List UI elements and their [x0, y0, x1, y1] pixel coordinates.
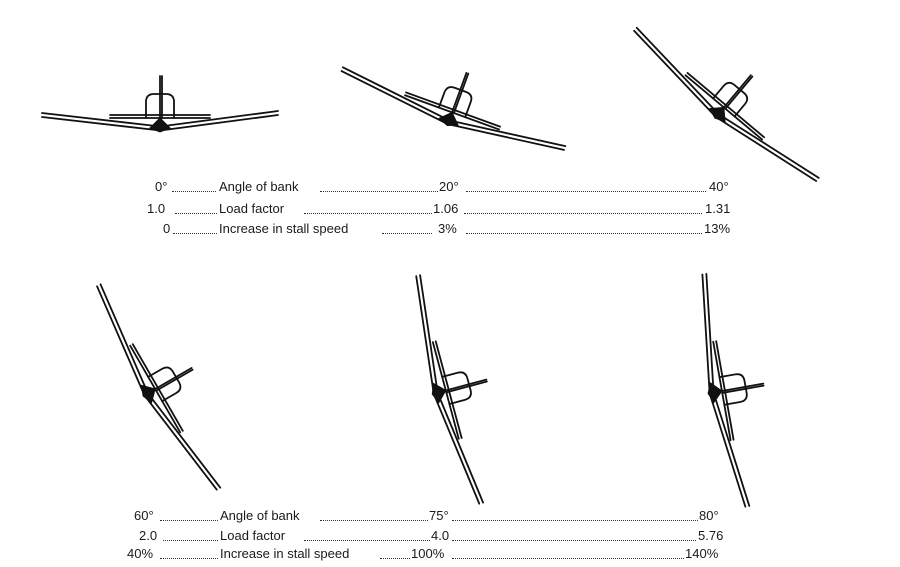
- bottom-angle-v2: 75°: [428, 507, 450, 525]
- bottom-angle-row: 60° Angle of bank 75° 80°: [0, 507, 900, 525]
- top-stall-label: Increase in stall speed: [218, 220, 350, 238]
- top-stall-v3: 13%: [703, 220, 732, 238]
- bottom-stall-label: Increase in stall speed: [219, 545, 351, 563]
- bottom-angle-v3: 80°: [698, 507, 720, 525]
- top-load-row: 1.0 Load factor 1.06 1.31: [0, 200, 900, 218]
- bottom-load-label: Load factor: [219, 527, 287, 545]
- bottom-load-v1: 2.0: [138, 527, 159, 545]
- aircraft-40-deg-bank: [633, 26, 820, 182]
- bottom-stall-v3: 140%: [684, 545, 720, 563]
- top-stall-v2: 3%: [437, 220, 458, 238]
- bottom-load-v3: 5.76: [697, 527, 725, 545]
- top-stall-v1: 0: [162, 220, 172, 238]
- bottom-load-row: 2.0 Load factor 4.0 5.76: [0, 527, 900, 545]
- bottom-stall-v1: 40%: [126, 545, 155, 563]
- top-angle-v2: 20°: [438, 178, 460, 196]
- bottom-stall-row: 40% Increase in stall speed 100% 140%: [0, 545, 900, 563]
- top-angle-v1: 0°: [154, 178, 169, 196]
- bottom-angle-label: Angle of bank: [219, 507, 301, 525]
- top-angle-row: 0° Angle of bank 20° 40°: [0, 178, 900, 196]
- top-angle-v3: 40°: [708, 178, 730, 196]
- bottom-angle-v1: 60°: [133, 507, 155, 525]
- top-load-label: Load factor: [218, 200, 286, 218]
- aircraft-60-deg-bank: [96, 283, 222, 491]
- top-load-v3: 1.31: [704, 200, 732, 218]
- top-load-v2: 1.06: [432, 200, 460, 218]
- bottom-load-v2: 4.0: [430, 527, 451, 545]
- top-load-v1: 1.0: [146, 200, 167, 218]
- aircraft-75-deg-bank: [415, 274, 488, 505]
- top-angle-label: Angle of bank: [218, 178, 300, 196]
- aircraft-20-deg-bank: [340, 66, 567, 151]
- aircraft-0-deg-bank: [41, 75, 279, 133]
- bottom-stall-v2: 100%: [410, 545, 446, 563]
- top-stall-row: 0 Increase in stall speed 3% 13%: [0, 220, 900, 238]
- aircraft-80-deg-bank: [701, 272, 765, 508]
